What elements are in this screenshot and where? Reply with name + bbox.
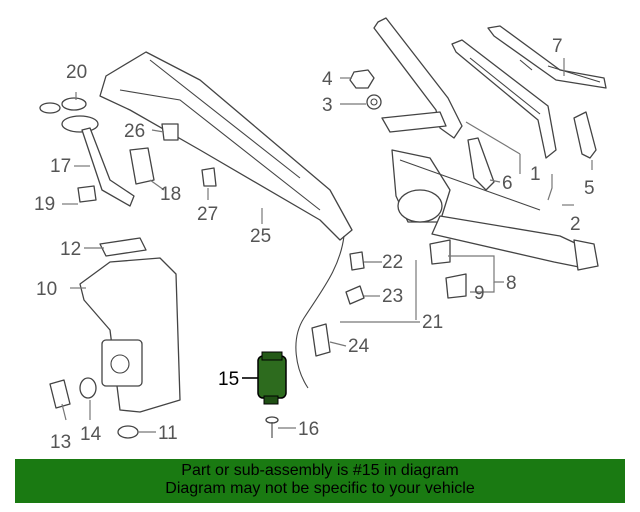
callout-22: 22 — [382, 252, 403, 273]
callout-4: 4 — [322, 69, 333, 90]
callout-1: 1 — [530, 164, 541, 185]
connector-23[interactable] — [345, 285, 365, 305]
grommet-14[interactable] — [79, 377, 97, 399]
wiper-motor-linkage[interactable] — [391, 149, 599, 271]
callout-23: 23 — [382, 286, 403, 307]
callout-6: 6 — [502, 173, 513, 194]
callout-24: 24 — [348, 336, 370, 357]
parts-diagram: 7 4 3 5 6 1 2 8 9 20 17 19 26 18 27 25 1… — [34, 17, 607, 453]
clip-19[interactable] — [77, 185, 97, 203]
wiper-blade-arm[interactable] — [451, 39, 557, 159]
sensor-13[interactable] — [49, 379, 71, 409]
reservoir-10[interactable] — [79, 257, 181, 413]
callout-11: 11 — [158, 423, 178, 444]
nut-cap-4[interactable] — [349, 69, 375, 89]
filler-neck-17[interactable] — [61, 115, 135, 207]
clip-26[interactable] — [161, 123, 179, 141]
callout-26: 26 — [124, 121, 145, 142]
callout-15: 15 — [218, 369, 239, 390]
bracket-9[interactable] — [445, 273, 467, 299]
callout-21: 21 — [422, 312, 443, 333]
gasket-6[interactable] — [467, 137, 495, 191]
callout-10: 10 — [36, 279, 57, 300]
callout-3: 3 — [322, 95, 333, 116]
callout-20: 20 — [66, 62, 87, 83]
banner-line-1: Part or sub-assembly is #15 in diagram — [181, 462, 459, 479]
callout-16: 16 — [298, 419, 319, 440]
bracket-8[interactable] — [429, 239, 451, 265]
banner-line-2: Diagram may not be specific to your vehi… — [165, 480, 475, 497]
wiper-blade-7[interactable] — [487, 25, 607, 89]
callout-5: 5 — [584, 178, 595, 199]
callout-2: 2 — [570, 214, 581, 235]
callout-9: 9 — [474, 283, 485, 304]
connector-24[interactable] — [311, 323, 331, 357]
hose-18[interactable] — [129, 147, 155, 185]
hose-21[interactable] — [295, 235, 345, 389]
nut-3[interactable] — [366, 94, 382, 110]
wiper-arm-left[interactable] — [373, 17, 463, 139]
callout-19: 19 — [34, 194, 55, 215]
callout-8: 8 — [506, 273, 517, 294]
connector-22[interactable] — [349, 251, 365, 271]
callout-27: 27 — [197, 204, 218, 225]
reservoir-cap-12[interactable] — [99, 237, 147, 257]
callout-18: 18 — [160, 184, 181, 205]
grommet-11[interactable] — [117, 425, 139, 439]
grommet-27[interactable] — [201, 167, 217, 187]
screw-16[interactable] — [265, 416, 279, 438]
cap-20[interactable] — [39, 97, 87, 114]
arm-cover-5[interactable] — [573, 111, 597, 159]
info-banner: Part or sub-assembly is #15 in diagram D… — [15, 459, 625, 503]
callout-13: 13 — [50, 432, 71, 453]
callout-25: 25 — [250, 226, 271, 247]
callout-14: 14 — [80, 424, 102, 445]
washer-pump-15[interactable] — [257, 351, 287, 405]
callout-12: 12 — [60, 239, 81, 260]
cowl-panel-25[interactable] — [99, 51, 353, 241]
leader-lines — [61, 58, 593, 433]
callout-7: 7 — [552, 36, 563, 57]
callout-17: 17 — [50, 156, 71, 177]
